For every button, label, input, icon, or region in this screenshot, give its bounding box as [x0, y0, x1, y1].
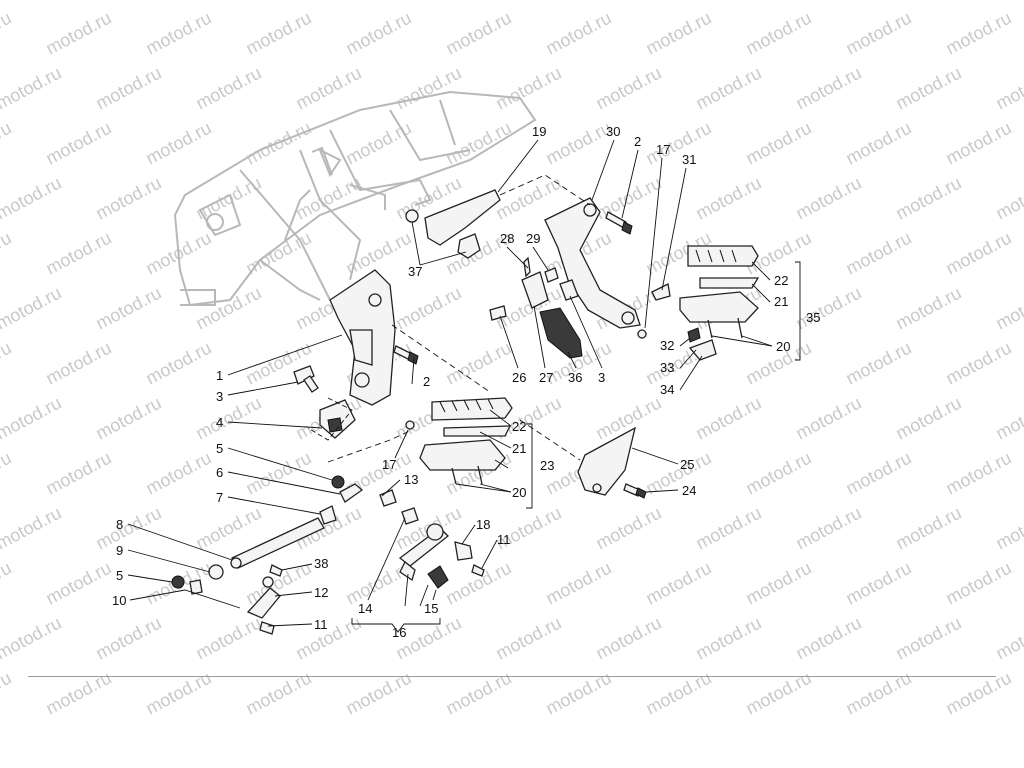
callout-11-lower: 11	[314, 617, 328, 632]
left-footrest-bracket	[329, 269, 396, 406]
callout-2-left: 2	[423, 374, 430, 389]
callout-28: 28	[500, 231, 514, 246]
callout-10: 10	[112, 593, 126, 608]
right-heel-guard	[577, 426, 636, 496]
washer-left	[405, 420, 415, 430]
callout-33: 33	[660, 360, 674, 375]
callout-2-right: 2	[634, 134, 641, 149]
right-footpeg-assembly	[679, 245, 760, 361]
callout-19: 19	[532, 124, 546, 139]
callout-22-left: 22	[512, 419, 526, 434]
callout-34: 34	[660, 382, 674, 397]
callout-32: 32	[660, 338, 674, 353]
callout-22-right: 22	[774, 273, 788, 288]
callout-31: 31	[682, 152, 696, 167]
callout-9: 9	[116, 543, 123, 558]
callout-18: 18	[476, 517, 490, 532]
callout-14: 14	[358, 601, 372, 616]
washer-right	[637, 329, 647, 339]
callout-29: 29	[526, 231, 540, 246]
callout-4: 4	[216, 415, 223, 430]
callout-12: 12	[314, 585, 328, 600]
callout-5-upper: 5	[216, 441, 223, 456]
callout-8: 8	[116, 517, 123, 532]
callout-20-left: 20	[512, 485, 526, 500]
callout-5-lower: 5	[116, 568, 123, 583]
callout-30: 30	[606, 124, 620, 139]
callout-26: 26	[512, 370, 526, 385]
bolt-heel-guard	[623, 483, 647, 499]
callout-27: 27	[539, 370, 553, 385]
right-footrest-bracket	[544, 197, 641, 329]
callout-13: 13	[404, 472, 418, 487]
leader-lines	[127, 139, 801, 633]
pivot-pin-left	[293, 365, 319, 393]
bolt-left	[393, 345, 419, 365]
bolt-right	[605, 211, 633, 235]
callout-36: 36	[568, 370, 582, 385]
callout-3-left: 3	[216, 389, 223, 404]
callout-1: 1	[216, 368, 223, 383]
callout-16: 16	[392, 625, 406, 640]
callout-17-right: 17	[656, 142, 670, 157]
callout-3-right: 3	[598, 370, 605, 385]
callout-6: 6	[216, 465, 223, 480]
callout-15: 15	[424, 601, 438, 616]
callout-21-right: 21	[774, 294, 788, 309]
right-mounting-plate	[405, 189, 501, 259]
callout-21-left: 21	[512, 441, 526, 456]
callout-23: 23	[540, 458, 554, 473]
left-footpeg-assembly	[419, 397, 513, 485]
callout-35: 35	[806, 310, 820, 325]
callout-24: 24	[682, 483, 696, 498]
footer-divider	[28, 676, 996, 677]
callout-11-upper: 11	[497, 532, 511, 547]
motorcycle-frame-outline	[173, 90, 537, 307]
spring-left	[319, 399, 356, 439]
shift-rod	[230, 517, 325, 569]
callout-labels: 1 3 4 5 6 7 8 9 5 10 38 12 11 2 17 13 14…	[112, 124, 820, 640]
callout-37: 37	[408, 264, 422, 279]
brake-lever	[489, 256, 583, 359]
callout-20-right: 20	[776, 339, 790, 354]
gear-shift-lever	[398, 523, 485, 589]
callout-17-left: 17	[382, 457, 396, 472]
rubber-pad	[651, 283, 671, 301]
rod-end-hardware	[171, 564, 283, 635]
callout-7: 7	[216, 490, 223, 505]
callout-38: 38	[314, 556, 328, 571]
callout-25: 25	[680, 457, 694, 472]
